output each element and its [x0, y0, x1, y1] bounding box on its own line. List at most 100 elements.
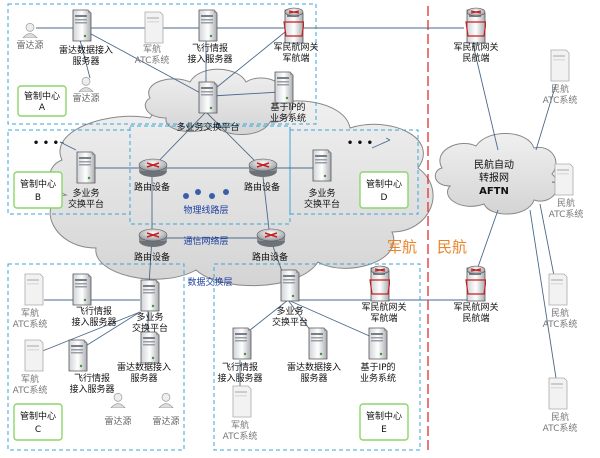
civ-atc-4-label2: ATC系统: [543, 422, 578, 434]
multi-switch-e-icon: [280, 269, 300, 302]
router-4-label: 路由设备: [252, 251, 288, 263]
mil-atc-c2-label1: 军航: [21, 373, 39, 385]
civ-atc-3-label1: 民航: [551, 307, 569, 319]
radar-server-e-label2: 服务器: [300, 372, 327, 384]
control-center-c-box: [13, 403, 63, 441]
multi-switch-e-label1: 多业务: [276, 305, 303, 317]
radar-server-c-label1: 雷达数据接入: [117, 361, 171, 373]
mil-atc-e-icon: [232, 385, 252, 418]
gw-mil-top-label1: 军民航网关: [273, 41, 318, 53]
radar-server-c-icon: [140, 331, 160, 364]
flight-server-e-label2: 接入服务器: [217, 372, 262, 384]
mil-atc-a-label1: 军航: [143, 43, 161, 55]
civ-atc-icon-2: [554, 163, 574, 196]
ip-system-a-label1: 基于IP的: [270, 101, 305, 113]
radar-server-a-label2: 服务器: [72, 55, 99, 67]
multi-switch-a-icon: [198, 81, 218, 114]
radar-source-c1-icon: [110, 392, 126, 408]
radar-source-c2-label: 雷达源: [152, 415, 179, 427]
physical-layer-icon: [183, 189, 229, 199]
flight-server-e-label1: 飞行情报: [222, 361, 258, 373]
gateway-civ-bottom-icon: [465, 265, 486, 302]
aftn-label3: AFTN: [479, 186, 509, 197]
flight-server-a-label1: 飞行情报: [192, 42, 228, 54]
gw-civ-bottom-label1: 军民航网关: [453, 301, 498, 313]
flight-server-a-icon: [198, 9, 218, 42]
military-domain-label: 军航: [387, 238, 417, 256]
cc-e-line2: E: [381, 425, 387, 435]
router-1-label: 路由设备: [134, 181, 170, 193]
gateway-mil-top-icon: [283, 7, 304, 44]
gw-civ-bottom-label2: 民航端: [462, 312, 489, 324]
radar-source-a1-icon: [22, 22, 38, 38]
mil-atc-c1-icon: [24, 273, 44, 306]
multi-switch-d-label1: 多业务: [308, 187, 335, 199]
data-exchange-label: 数据交换层: [187, 276, 232, 288]
radar-source-c1-label: 雷达源: [104, 415, 131, 427]
cc-b-line1: 管制中心: [20, 178, 56, 190]
gw-civ-top-label1: 军民航网关: [453, 41, 498, 53]
multi-switch-b-label2: 交换平台: [68, 198, 104, 210]
cc-c-line2: C: [35, 425, 41, 435]
router-2-label: 路由设备: [244, 181, 280, 193]
radar-source-a2-icon: [78, 76, 94, 92]
gw-mil-bottom-label1: 军民航网关: [361, 301, 406, 313]
gateway-civ-top-icon: [465, 7, 486, 44]
radar-source-a1-label: 雷达源: [16, 39, 43, 51]
radar-server-a-label1: 雷达数据接入: [59, 44, 113, 56]
mil-atc-e-label1: 军航: [231, 419, 249, 431]
mil-atc-e-label2: ATC系统: [223, 430, 258, 442]
cc-b-line2: B: [35, 193, 41, 203]
multi-switch-b-label1: 多业务: [72, 187, 99, 199]
physical-layer-label: 物理线路层: [183, 204, 228, 216]
mil-atc-a-label2: ATC系统: [135, 54, 170, 66]
gw-mil-top-label2: 军航端: [282, 52, 309, 64]
civ-atc-icon-1: [550, 49, 570, 82]
cc-e-line1: 管制中心: [366, 410, 402, 422]
ip-system-e-label2: 业务系统: [360, 372, 396, 384]
multi-switch-b-icon: [76, 151, 96, 184]
router-1-icon: [138, 158, 168, 178]
ip-system-a-label2: 业务系统: [270, 112, 306, 124]
router-2-icon: [248, 158, 278, 178]
flight-server-c1-label2: 接入服务器: [71, 316, 116, 328]
multi-switch-e-label2: 交换平台: [272, 316, 308, 328]
civ-atc-1-label1: 民航: [551, 83, 569, 95]
mil-atc-c2-icon: [24, 339, 44, 372]
aftn-label2: 转报网: [479, 171, 509, 184]
ip-system-a-icon: [274, 71, 294, 104]
zone-d: [289, 129, 419, 215]
multi-platform-top-label: 多业务交换平台: [176, 121, 239, 133]
aftn-label1: 民航自动: [474, 158, 514, 171]
zone-c: [7, 263, 185, 451]
radar-server-a-icon: [72, 9, 92, 42]
radar-server-e-label1: 雷达数据接入: [287, 361, 341, 373]
cc-a-line2: A: [39, 103, 46, 113]
flight-server-c2-label1: 飞行情报: [74, 372, 110, 384]
flight-server-c2-label2: 接入服务器: [69, 383, 114, 395]
multi-switch-d-label2: 交换平台: [304, 198, 340, 210]
multi-switch-d-icon: [312, 149, 332, 182]
router-3-icon: [138, 228, 168, 248]
flight-server-c1-label1: 飞行情报: [76, 305, 112, 317]
cc-d-line2: D: [381, 193, 388, 203]
radar-server-c-label2: 服务器: [130, 372, 157, 384]
gw-mil-bottom-label2: 军航端: [370, 312, 397, 324]
mil-atc-c2-label2: ATC系统: [13, 384, 48, 396]
mil-atc-c1-label1: 军航: [21, 307, 39, 319]
control-center-e-box: [359, 403, 409, 441]
civ-atc-1-label2: ATC系统: [543, 94, 578, 106]
control-center-b-box: [13, 171, 63, 209]
radar-source-a2-label: 雷达源: [72, 92, 99, 104]
gateway-mil-bottom-icon: [369, 265, 390, 302]
mil-atc-c1-label2: ATC系统: [13, 318, 48, 330]
zone-routing: [129, 125, 291, 225]
cc-a-line1: 管制中心: [24, 90, 60, 102]
flight-server-c1-icon: [72, 273, 92, 306]
civ-atc-3-label2: ATC系统: [543, 318, 578, 330]
civ-atc-4-label1: 民航: [551, 411, 569, 423]
civ-atc-2-label1: 民航: [557, 197, 575, 209]
multi-switch-c-label2: 交换平台: [132, 322, 168, 334]
gw-civ-top-label2: 民航端: [462, 52, 489, 64]
mil-atc-a-icon: [144, 11, 164, 44]
